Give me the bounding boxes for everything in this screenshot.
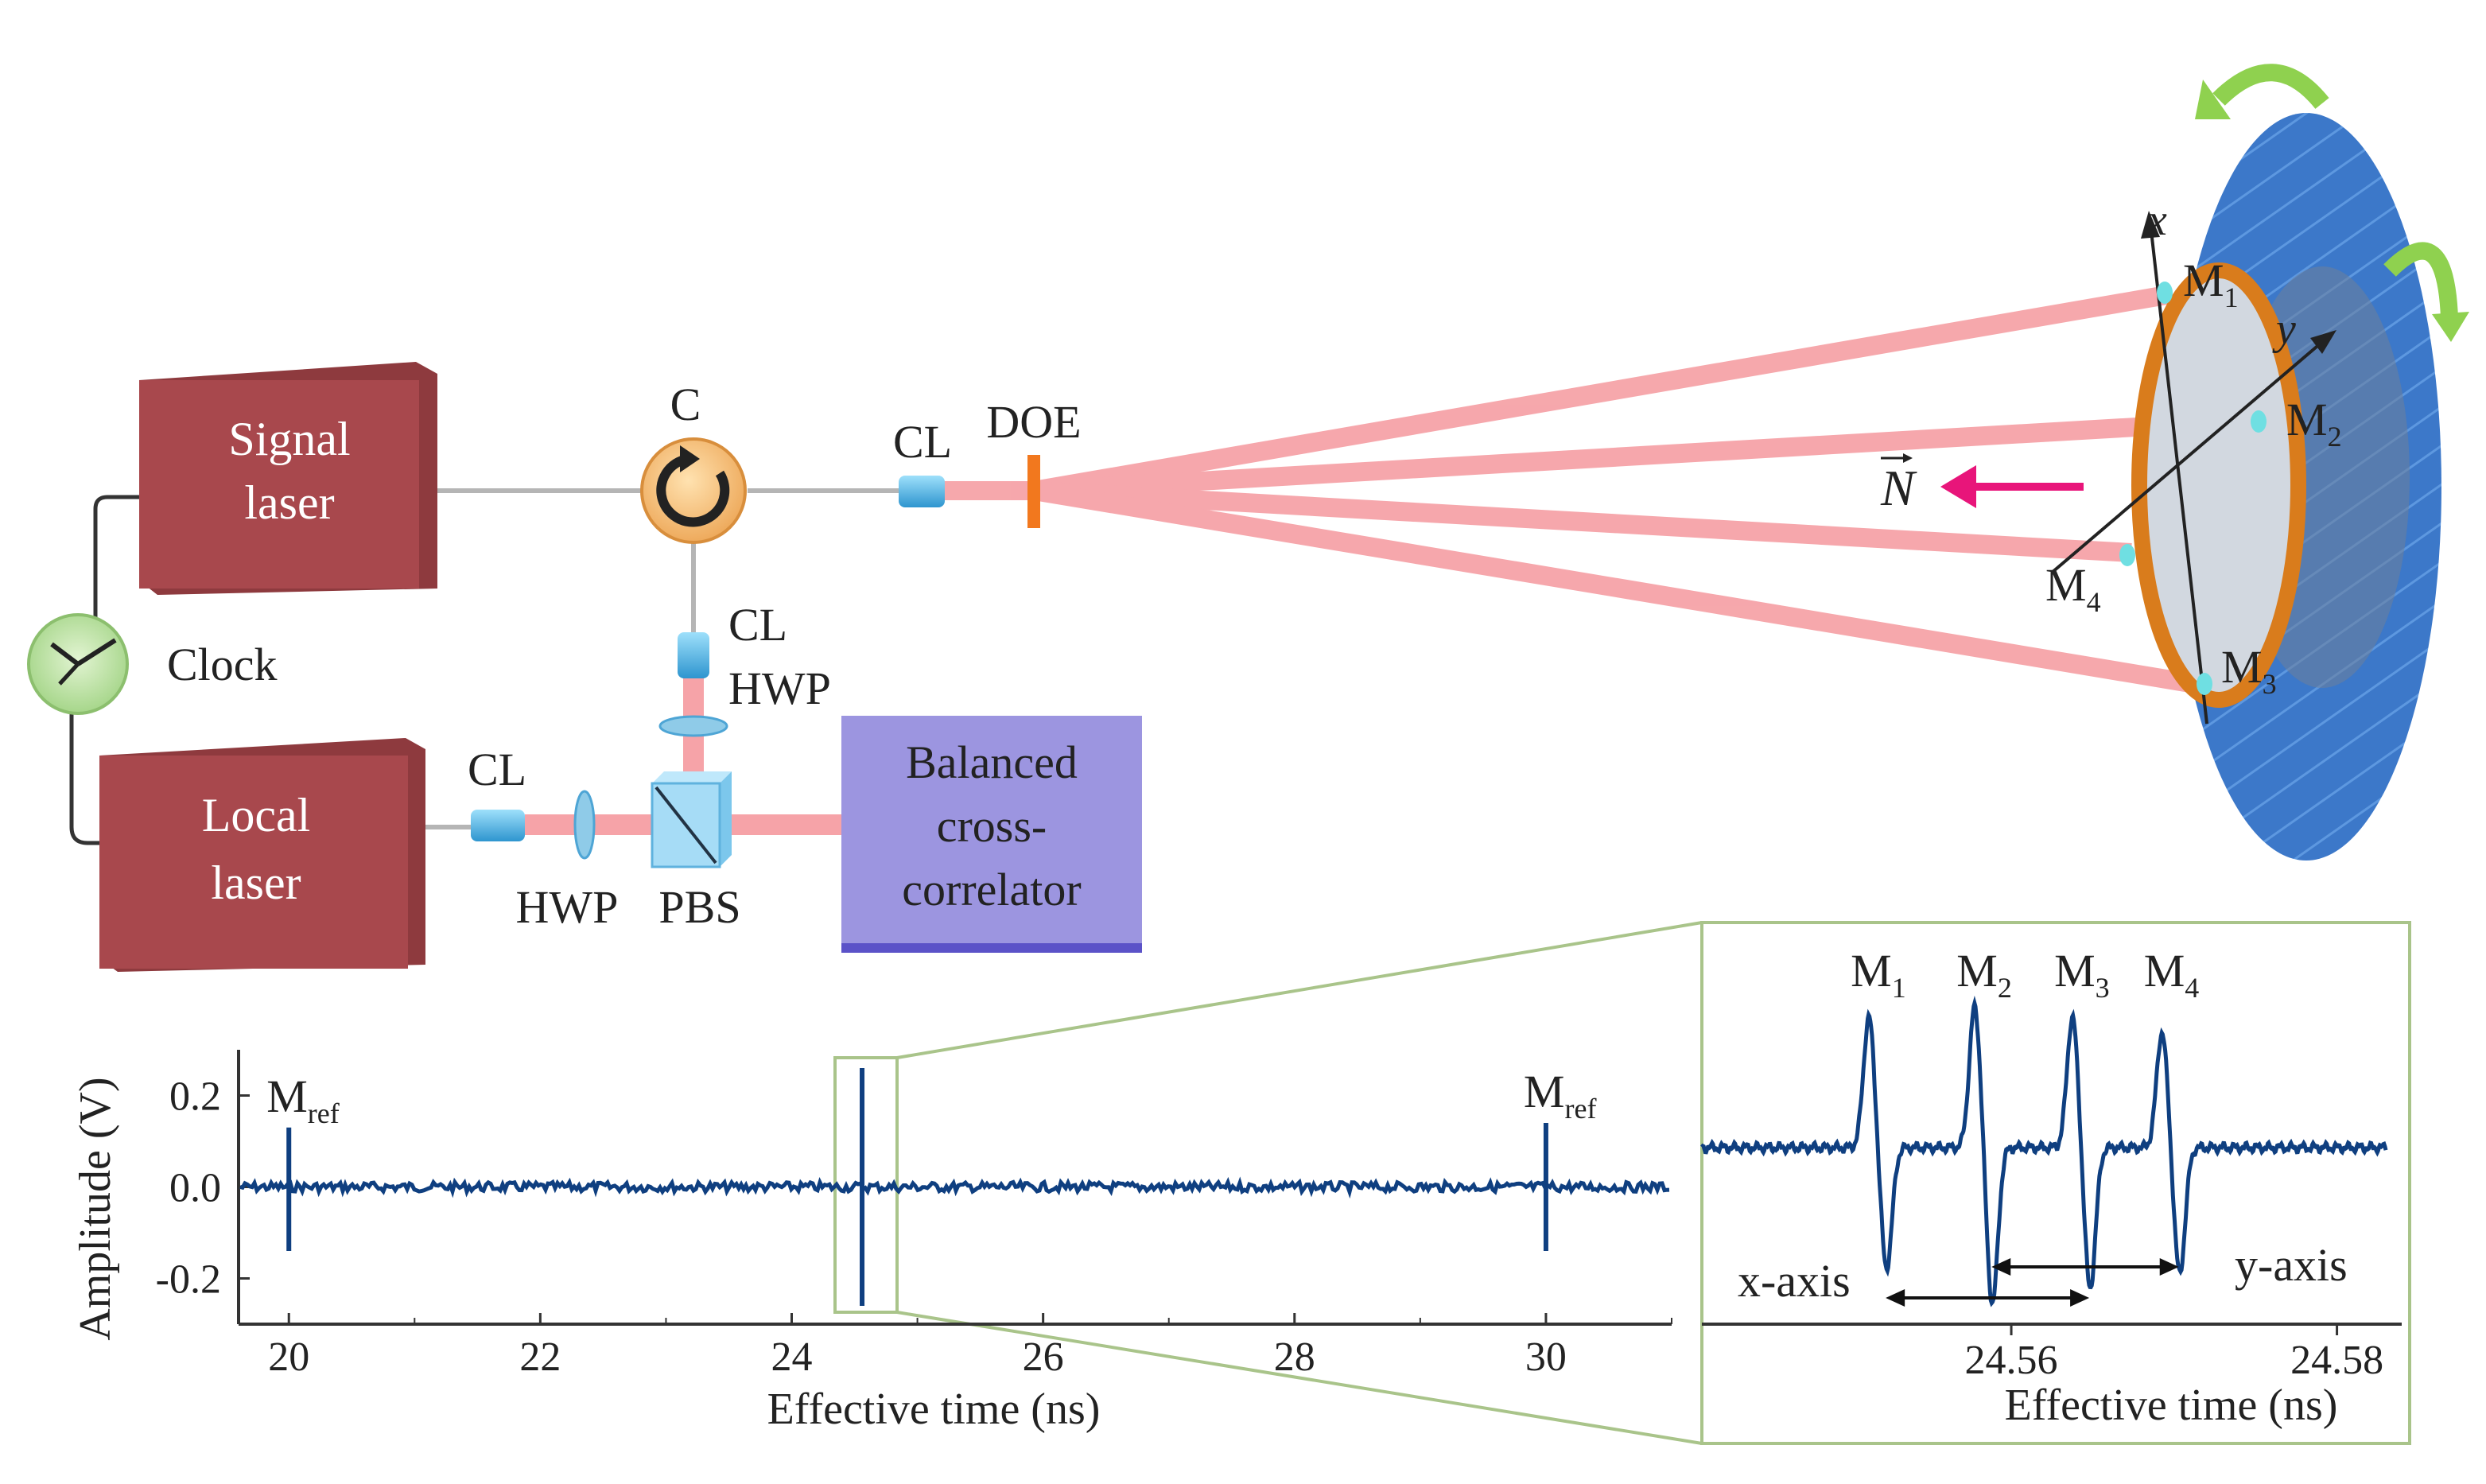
marker-label-m2: M2 (2286, 394, 2342, 453)
clock-hour-hand (50, 642, 80, 666)
target-y-axis (2050, 340, 2324, 574)
hwp-mid-label: HWP (728, 662, 831, 714)
y-axis-span-arrow-head-left (1991, 1258, 2011, 1276)
balanced-cross-correlator: Balanced cross- correlator (841, 716, 1142, 953)
target-cylinder-front (2139, 270, 2298, 700)
hwp-mid: HWP (658, 662, 831, 737)
collimator-bottom-label: CL (468, 744, 526, 795)
signal-laser: Signal laser (139, 362, 437, 595)
inset-chart-ticks: 24.56 24.58 (1965, 1324, 2383, 1383)
main-chart-ticks: 20 22 24 26 28 30 0.2 0.0 -0.2 (156, 1074, 1672, 1380)
clock-minute-hand (76, 638, 117, 666)
clock: Clock (27, 613, 278, 715)
inset-frame (1700, 921, 2411, 1445)
main-x-tick-label: 20 (268, 1334, 309, 1380)
inset-peak-label: M3 (2054, 945, 2110, 1004)
signal-laser-label-line2: laser (244, 476, 334, 529)
signal-laser-label-line1: Signal (228, 413, 350, 465)
inset-x-tick-label: 24.56 (1965, 1338, 2058, 1383)
main-x-tick-label: 26 (1023, 1334, 1064, 1380)
local-laser-label-line2: laser (211, 857, 301, 909)
inset-x-tick-label: 24.58 (2290, 1338, 2383, 1383)
marker-label-m3: M3 (2221, 641, 2277, 700)
hit-points (2119, 282, 2267, 695)
zoom-connectors (833, 921, 2411, 1445)
x-axis-span-arrow-head-left (1886, 1289, 1905, 1307)
inset-peak-label: M1 (1851, 945, 1906, 1004)
inset-chart: 24.56 24.58 M1 M2 M3 M4 x-axis y-axis Effecti… (1700, 945, 2402, 1430)
local-laser-label-line1: Local (202, 789, 311, 841)
collimator-top-label: CL (893, 416, 952, 468)
collimator-bottom: CL (468, 744, 526, 841)
x-axis-span-label: x-axis (1738, 1255, 1851, 1307)
x-axis-span-arrow-head-right (2070, 1289, 2090, 1307)
main-y-tick-label: -0.2 (156, 1257, 221, 1303)
target-ring (2131, 262, 2306, 708)
doe-label: DOE (986, 396, 1081, 448)
marker-label-m4: M4 (2045, 559, 2101, 618)
target-x-axis-label: x (2146, 196, 2167, 245)
main-peak-label: Mref (1524, 1066, 1597, 1125)
main-chart-peak-labels: Mref Mref (266, 1066, 1596, 1129)
marker-label-m1: M1 (2183, 254, 2239, 313)
collimator-mid: CL (678, 599, 787, 678)
target: x y N M1 M2 M4 M3 (1880, 64, 2469, 860)
target-x-axis (2150, 230, 2208, 725)
circulator: C (640, 379, 747, 544)
diffracted-beams (942, 285, 2275, 693)
main-y-tick-label: 0.0 (169, 1166, 221, 1211)
clock-wire-bottom (69, 708, 107, 845)
y-axis-span-arrow-head-right (2159, 1258, 2179, 1276)
clock-wire-top (93, 495, 139, 620)
main-peak-label: Mref (266, 1070, 340, 1129)
normal-label: N (1880, 460, 1917, 516)
circulator-arrow-icon (656, 454, 730, 527)
main-x-tick-label: 24 (771, 1334, 813, 1380)
local-laser: Local laser (99, 738, 425, 972)
main-chart-series (239, 1068, 1670, 1306)
circulator-label: C (670, 379, 701, 430)
main-chart-ylabel: Amplitude (V) (71, 1077, 120, 1340)
inset-chart-peak-labels: M1 M2 M3 M4 (1851, 945, 2199, 1004)
main-y-tick-label: 0.2 (169, 1074, 221, 1120)
y-axis-span-label: y-axis (2235, 1239, 2348, 1291)
correlator-label-line3: correlator (902, 864, 1081, 915)
main-x-tick-label: 28 (1274, 1334, 1315, 1380)
pbs: PBS (651, 771, 741, 933)
inset-chart-spans: x-axis y-axis (1738, 1239, 2348, 1307)
main-x-tick-label: 30 (1525, 1334, 1567, 1380)
inset-signal-line (1700, 995, 2388, 1307)
inset-peak-label: M2 (1956, 945, 2012, 1004)
rotation-arrow-side-icon (2383, 242, 2458, 319)
correlator-label-line2: cross- (937, 800, 1047, 852)
collimator-top: CL (893, 416, 952, 507)
main-x-tick-label: 22 (519, 1334, 561, 1380)
main-signal-baseline (239, 1176, 1670, 1199)
pbs-label: PBS (658, 881, 740, 933)
inset-chart-series (1700, 995, 2388, 1307)
correlator-label-line1: Balanced (906, 736, 1078, 788)
normal-arrowhead-icon (1940, 465, 1976, 508)
main-chart: 20 22 24 26 28 30 0.2 0.0 -0.2 Mref Mref Effectiv… (71, 1050, 1672, 1434)
hwp-bottom-label: HWP (516, 881, 619, 933)
collimator-mid-label: CL (728, 599, 787, 651)
doe: DOE (986, 396, 1082, 528)
inset-peak-label: M4 (2144, 945, 2200, 1004)
main-chart-xlabel: Effective time (ns) (767, 1385, 1101, 1434)
clock-label: Clock (167, 639, 278, 690)
rotation-arrow-top-icon (2212, 64, 2329, 110)
clock-second-hand (58, 662, 80, 686)
hwp-bottom: HWP (516, 790, 619, 933)
optical-setup: Signal laser Local laser Clock C (27, 285, 2275, 972)
target-y-axis-label: y (2272, 305, 2296, 354)
inset-chart-xlabel: Effective time (ns) (2005, 1381, 2338, 1430)
